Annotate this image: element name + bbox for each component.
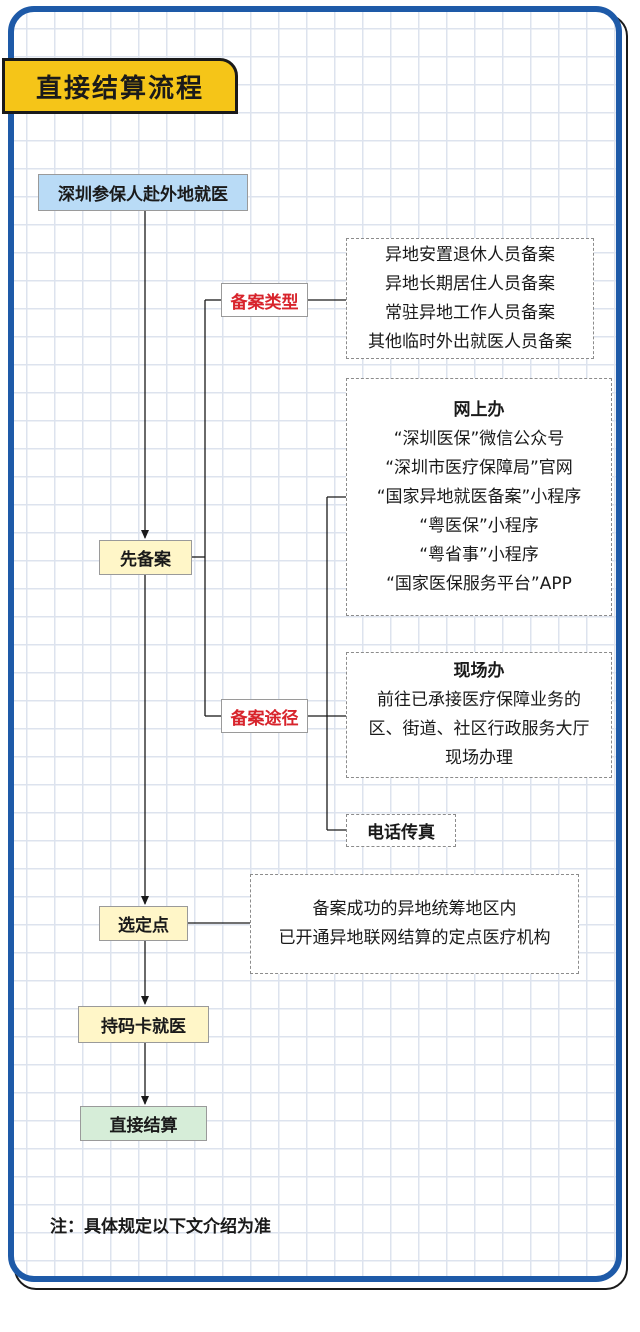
list-item: “国家异地就医备案”小程序 bbox=[376, 486, 582, 507]
list-item: 前往已承接医疗保障业务的 bbox=[377, 690, 581, 710]
register-types-label: 备案类型 bbox=[221, 283, 308, 317]
page-title: 直接结算流程 bbox=[2, 58, 238, 114]
list-item: “深圳医保”微信公众号 bbox=[393, 428, 565, 449]
list-item: 其他临时外出就医人员备案 bbox=[368, 331, 572, 352]
grid-frame bbox=[8, 6, 622, 1282]
register-types-list: 异地安置退休人员备案 异地长期居住人员备案 常驻异地工作人员备案 其他临时外出就… bbox=[346, 238, 594, 359]
list-item: “粤省事”小程序 bbox=[419, 544, 539, 565]
list-item: 异地安置退休人员备案 bbox=[385, 244, 555, 265]
list-item: 现场办理 bbox=[445, 748, 513, 768]
list-item: “国家医保服务平台”APP bbox=[386, 573, 572, 594]
list-item: “粤医保”小程序 bbox=[419, 515, 539, 536]
list-item: 区、街道、社区行政服务大厅 bbox=[368, 719, 590, 739]
list-item: 备案成功的异地统筹地区内 bbox=[312, 899, 517, 919]
register-channels-label: 备案途径 bbox=[221, 699, 308, 733]
start-node: 深圳参保人赴外地就医 bbox=[38, 174, 248, 211]
online-channel-title: 网上办 bbox=[453, 399, 505, 420]
footnote: 注：具体规定以下文介绍为准 bbox=[50, 1217, 271, 1237]
card-node: 持码卡就医 bbox=[78, 1006, 209, 1043]
settle-node: 直接结算 bbox=[80, 1106, 207, 1141]
list-item: 常驻异地工作人员备案 bbox=[385, 302, 555, 323]
fax-channel-box: 电话传真 bbox=[346, 814, 456, 847]
register-node: 先备案 bbox=[99, 540, 192, 575]
list-item: “深圳市医疗保障局”官网 bbox=[385, 457, 573, 478]
online-channel-box: 网上办 “深圳医保”微信公众号 “深圳市医疗保障局”官网 “国家异地就医备案”小… bbox=[346, 378, 612, 616]
designated-institutions-box: 备案成功的异地统筹地区内 已开通异地联网结算的定点医疗机构 bbox=[250, 874, 579, 974]
onsite-channel-title: 现场办 bbox=[453, 661, 505, 681]
select-node: 选定点 bbox=[99, 906, 188, 941]
onsite-channel-box: 现场办 前往已承接医疗保障业务的 区、街道、社区行政服务大厅 现场办理 bbox=[346, 652, 612, 778]
list-item: 异地长期居住人员备案 bbox=[385, 273, 555, 294]
list-item: 已开通异地联网结算的定点医疗机构 bbox=[278, 928, 551, 948]
